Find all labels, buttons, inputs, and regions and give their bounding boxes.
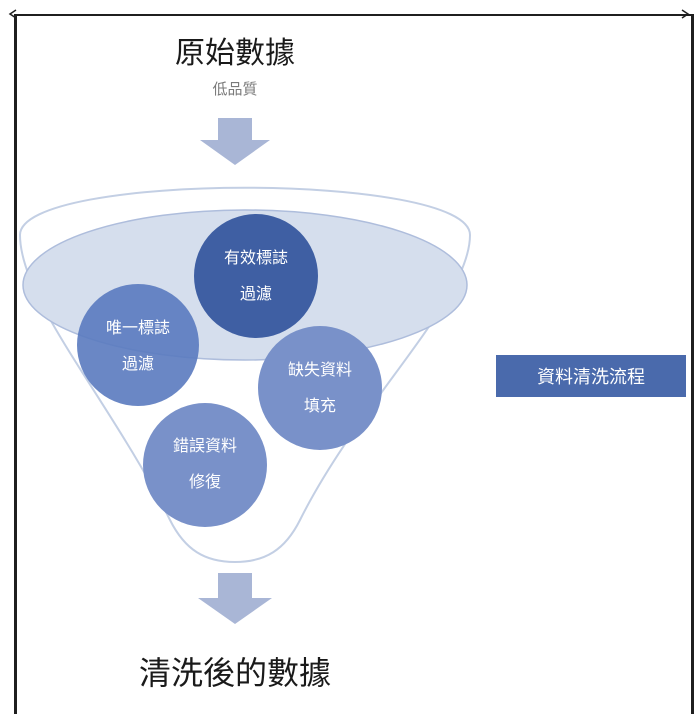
- process-label: 資料清洗流程: [496, 355, 686, 397]
- top-edge-arrows: [8, 9, 690, 19]
- funnel-diagram: [18, 118, 472, 624]
- step-label-valid: 有效標誌 過濾: [196, 238, 316, 314]
- step-label-missing-line1: 缺失資料: [287, 360, 352, 379]
- step-label-unique: 唯一標誌 過濾: [78, 308, 198, 384]
- input-arrow: [200, 118, 270, 165]
- step-label-missing-line2: 填充: [303, 396, 336, 415]
- step-label-missing: 缺失資料 填充: [258, 350, 382, 426]
- step-circle-unique: [77, 284, 199, 406]
- step-label-error-line2: 修復: [188, 472, 221, 491]
- step-label-valid-line1: 有效標誌: [223, 248, 288, 267]
- step-label-unique-line1: 唯一標誌: [105, 318, 170, 337]
- page-title: 原始數據: [175, 36, 295, 71]
- step-label-error-line1: 錯誤資料: [172, 436, 237, 455]
- result-title: 清洗後的數據: [138, 654, 331, 692]
- output-arrow: [198, 573, 272, 624]
- step-circle-error: [143, 403, 267, 527]
- step-label-unique-line2: 過濾: [121, 354, 154, 373]
- step-label-error: 錯誤資料 修復: [143, 426, 267, 502]
- outer-frame: [14, 14, 694, 714]
- quality-subtitle: 低品質: [212, 80, 258, 98]
- step-circle-valid: [194, 214, 318, 338]
- step-label-valid-line2: 過濾: [239, 284, 272, 303]
- step-circle-missing: [258, 326, 382, 450]
